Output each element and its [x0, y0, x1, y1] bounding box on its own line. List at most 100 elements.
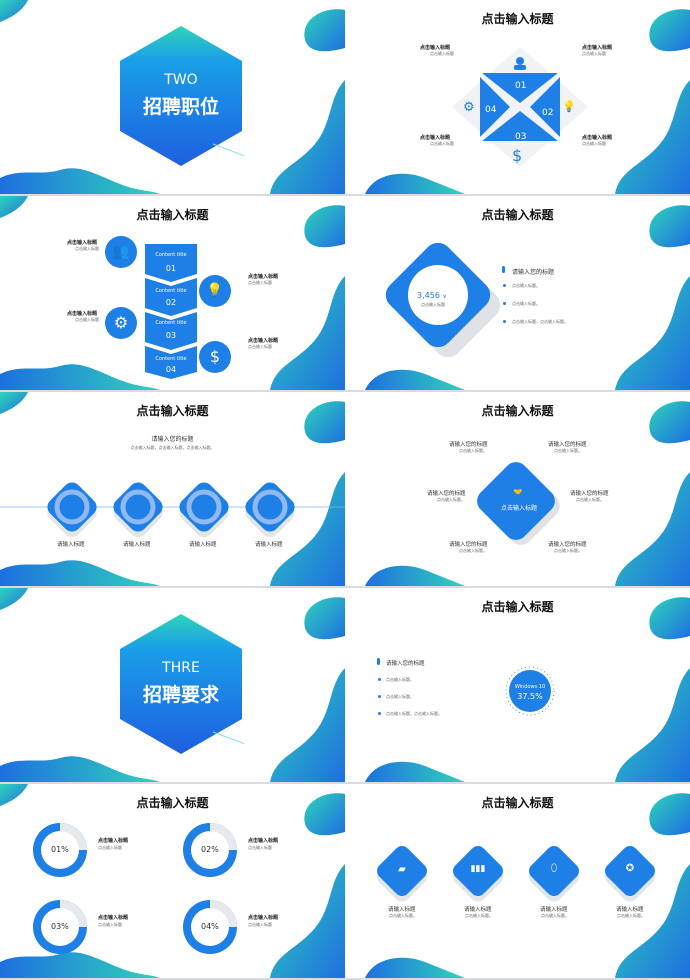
step-title-3: Content title [155, 320, 187, 326]
ring-label-3: 请输入标题 [189, 542, 217, 548]
svg-text:01: 01 [515, 81, 526, 91]
sub-2: 点击输入标题 [248, 845, 272, 850]
slide-kpi-diamond: 点击输入标题 3,456 ∨ 点击输入标题 请输入您的标题 点击输入标题。 点击… [345, 196, 690, 390]
center-diamond [477, 462, 560, 545]
donut-value-1: 01% [51, 845, 69, 854]
item-sub-1: 点击输入标题。 [389, 913, 417, 918]
cross-diagram: 01 02 03 04 [452, 47, 588, 167]
sub-1: 点击输入标题。 [459, 448, 487, 453]
slide-center-diamond: 点击输入标题 🤝 点击输入标题 请输入您的标题 点击输入标题。 请输入您的标题 … [345, 392, 690, 586]
label-tr: 点击输入标题 [582, 45, 613, 51]
svg-text:02: 02 [542, 108, 553, 118]
windows-percent: 37.5% [517, 692, 543, 701]
folder-icon: ▰ [398, 864, 406, 875]
slide-icon-diamonds: 点击输入标题 ▰ ▮▮▮ ⬯ ✪ 请输入标题 点击输入标题。 请输入标题 点击输… [345, 784, 690, 978]
svg-text:03: 03 [515, 132, 526, 142]
sub-l1: 点击输入标题 [75, 246, 99, 251]
label-4: 请输入您的标题 [570, 491, 609, 497]
label-2: 请输入您的标题 [548, 442, 587, 448]
hexagon-badge [120, 614, 244, 754]
section-title: 招聘职位 [142, 96, 219, 118]
ring-label-2: 请输入标题 [123, 542, 151, 548]
kpi-diamond [385, 242, 501, 358]
slide-section-three: THRE 招聘要求 [0, 588, 345, 782]
subtitle: 请输入您的标题 [151, 436, 194, 443]
slide-section-two: TWO 招聘职位 [0, 0, 345, 194]
ring-label-4: 请输入标题 [255, 542, 283, 548]
slide-windows-stat: 点击输入标题 请输入您的标题 点击输入标题。 点击输入标题。 点击输入标题，点击… [345, 588, 690, 782]
sub-l2: 点击输入标题 [75, 317, 99, 322]
step-arrows [145, 244, 197, 379]
bullet-3 [503, 320, 506, 323]
bullet-2 [378, 695, 381, 698]
item-label-4: 请输入标题 [616, 907, 644, 913]
donut-group [33, 823, 237, 954]
label-tl: 点击输入标题 [420, 45, 451, 51]
donut-value-4: 04% [201, 922, 219, 931]
list-item-2: 点击输入标题。 [386, 694, 414, 699]
lightbulb-icon: 💡 [562, 100, 576, 113]
sub-5: 点击输入标题。 [459, 548, 487, 553]
slide-title: 点击输入标题 [481, 404, 554, 418]
sub-r1: 点击输入标题 [248, 280, 272, 285]
label-1: 点击输入标题 [98, 838, 129, 844]
bullet-3 [378, 712, 381, 715]
bullet-2 [503, 302, 506, 305]
sub-bl: 点击输入标题 [430, 141, 454, 146]
svg-text:04: 04 [485, 105, 497, 115]
slide-title: 点击输入标题 [481, 600, 554, 614]
sub-br: 点击输入标题 [582, 141, 606, 146]
windows-circle [505, 666, 555, 716]
sub-tr: 点击输入标题 [582, 51, 606, 56]
section-number: TWO [164, 72, 198, 88]
sub-4: 点击输入标题。 [576, 497, 604, 502]
slide-title: 点击输入标题 [481, 796, 554, 810]
dollar-icon: $ [199, 341, 231, 373]
bullet-head [377, 658, 380, 665]
slide-four-rings: 点击输入标题 请输入您的标题 点击输入标题，点击输入标题，点击输入标题。 请输入… [0, 392, 345, 586]
label-br: 点击输入标题 [582, 135, 613, 141]
gear-icon: ⚙ [463, 100, 475, 115]
sub-tl: 点击输入标题 [430, 51, 454, 56]
sub-1: 点击输入标题 [98, 845, 122, 850]
gear-icon: ⚙ [105, 307, 137, 339]
award-icon: ✪ [625, 863, 635, 874]
dollar-icon: $ [512, 146, 523, 165]
slide-title: 点击输入标题 [136, 796, 209, 810]
label-2: 点击输入标题 [248, 838, 279, 844]
step-num-3: 03 [165, 331, 177, 340]
step-title-1: Content title [155, 252, 187, 258]
label-5: 请输入您的标题 [449, 542, 488, 548]
label-6: 请输入您的标题 [548, 542, 587, 548]
item-label-1: 请输入标题 [388, 907, 416, 913]
sub-2: 点击输入标题。 [554, 448, 582, 453]
item-sub-3: 点击输入标题。 [541, 913, 569, 918]
label-3: 点击输入标题 [98, 915, 129, 921]
list-item-1: 点击输入标题。 [386, 677, 414, 682]
slide-title: 点击输入标题 [136, 404, 209, 418]
list-item-3: 点击输入标题，点击输入标题。 [386, 711, 442, 716]
windows-label: Windows 10 [514, 684, 546, 690]
list-head: 请输入您的标题 [386, 661, 425, 667]
bullet-1 [503, 284, 506, 287]
step-title-2: Content title [155, 288, 187, 294]
slide-cross-diagram: 点击输入标题 01 02 03 04 💡 $ ⚙ 点击输入标题 点击输入标题 点… [345, 0, 690, 194]
list-item-1: 点击输入标题。 [512, 283, 540, 288]
handshake-icon: 🤝 [513, 488, 523, 496]
list-item-3: 点击输入标题，点击输入标题。 [512, 319, 568, 324]
rings-row [0, 482, 345, 537]
sub-3: 点击输入标题 [98, 922, 122, 927]
sub-6: 点击输入标题。 [554, 548, 582, 553]
item-label-3: 请输入标题 [540, 907, 568, 913]
diamond-row [377, 846, 655, 902]
lightbulb-icon: 💡 [199, 275, 231, 307]
item-sub-2: 点击输入标题。 [465, 913, 493, 918]
label-bl: 点击输入标题 [420, 135, 451, 141]
label-4: 点击输入标题 [248, 915, 279, 921]
donut-value-3: 03% [51, 922, 69, 931]
section-number: THRE [162, 660, 200, 676]
bullet-head [502, 266, 505, 273]
mouse-icon: ⬯ [550, 863, 558, 874]
label-r1: 点击输入标题 [248, 274, 279, 280]
step-num-1: 01 [165, 264, 177, 273]
